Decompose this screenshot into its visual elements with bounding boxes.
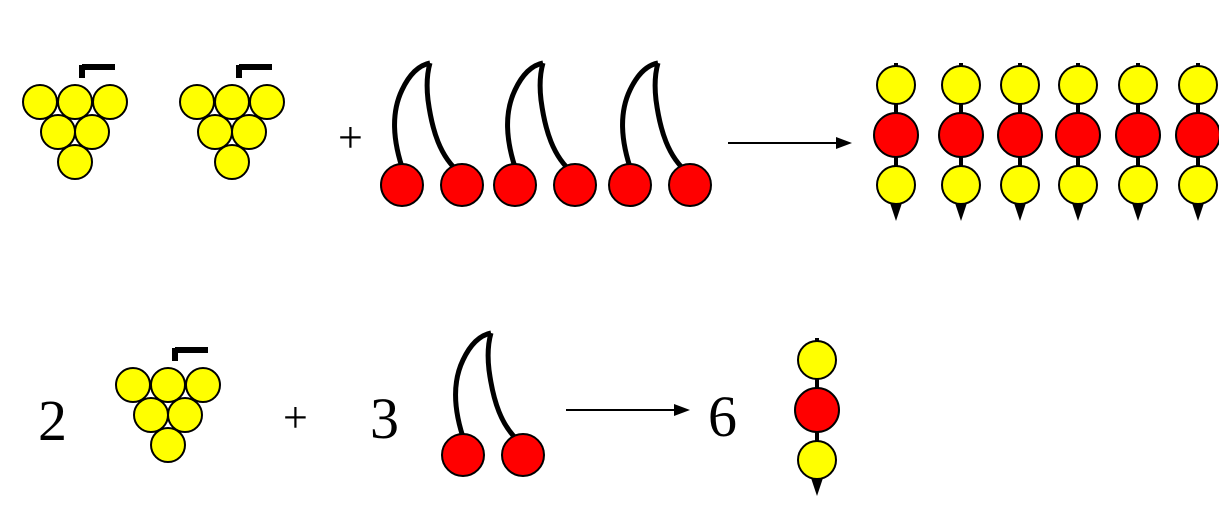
bottom-row: 2 + 3 6 (38, 333, 841, 498)
arrow-right-icon (566, 404, 690, 416)
grape-bunch-icon (116, 348, 220, 462)
skewer-icon (996, 61, 1044, 223)
arrow-right-icon (728, 137, 852, 149)
grape-bunch-icon (23, 65, 127, 179)
top-row: + (23, 61, 1219, 223)
plus-sign: + (338, 113, 363, 162)
cherry-pair-icon (442, 333, 544, 476)
cherry-coefficient: 3 (370, 386, 399, 451)
skewer-icon (1114, 61, 1162, 223)
cherry-pair-icon (609, 63, 711, 206)
skewer-coefficient: 6 (708, 384, 737, 449)
skewer-icon (793, 336, 841, 498)
skewer-icon (1054, 61, 1102, 223)
grape-coefficient: 2 (38, 388, 67, 453)
cherry-pair-icon (494, 63, 596, 206)
skewer-icon (937, 61, 985, 223)
grape-bunch-icon (180, 65, 284, 179)
plus-sign: + (283, 393, 308, 442)
skewer-icon (872, 61, 920, 223)
skewer-icon (1174, 61, 1219, 223)
cherry-pair-icon (381, 63, 483, 206)
